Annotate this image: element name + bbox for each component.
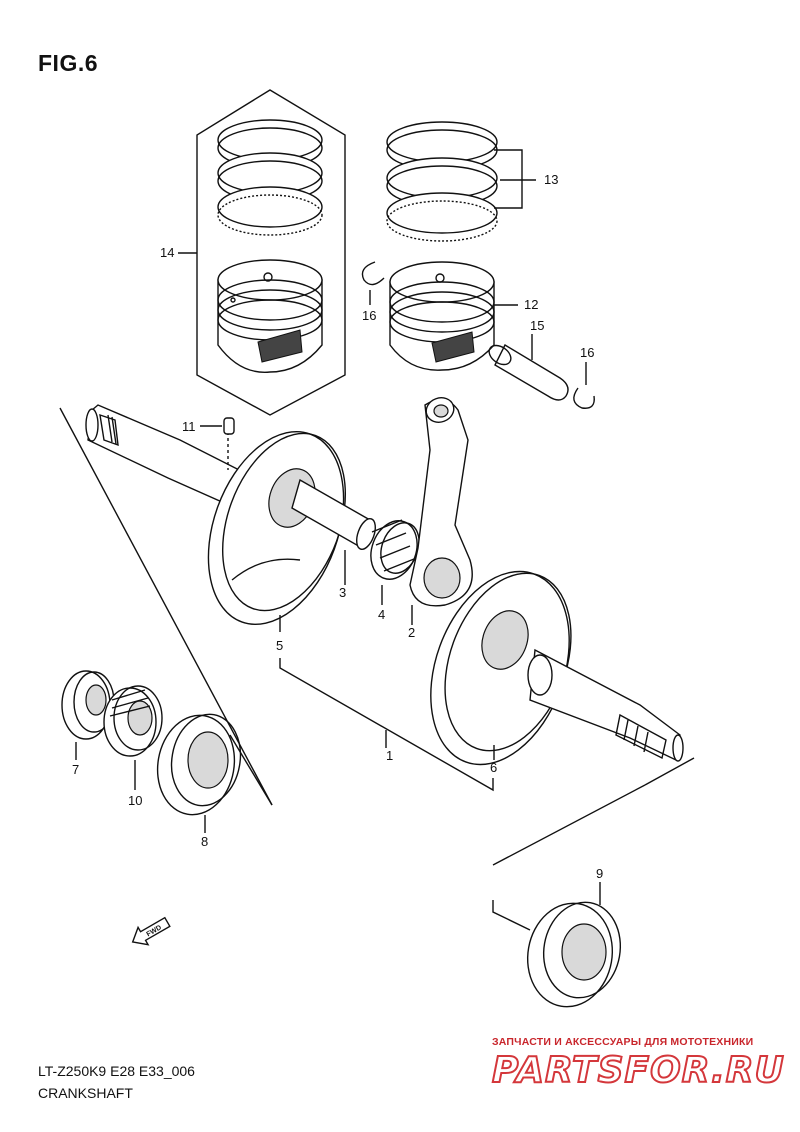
model-code: LT-Z250K9 E28 E33_006: [38, 1063, 195, 1079]
callout-7: 7: [72, 762, 79, 777]
piston-rings-13: [386, 121, 536, 242]
fwd-label: FWD: [146, 924, 163, 938]
callout-4: 4: [378, 607, 385, 622]
circlip-16-left: [361, 261, 385, 305]
bearing-9: [492, 882, 622, 1008]
callout-2: 2: [408, 625, 415, 640]
connecting-rod-2: [409, 397, 473, 625]
crankshaft-left-half-5: [85, 404, 376, 632]
left-assembly-lead-line: [59, 407, 273, 806]
figure-caption: CRANKSHAFT: [38, 1085, 133, 1101]
callout-8: 8: [201, 834, 208, 849]
callout-6: 6: [490, 760, 497, 775]
piston-set-group-14: [178, 89, 346, 416]
callout-5: 5: [276, 638, 283, 653]
piston-pin-15: [488, 334, 569, 401]
assembly-lead-lines: [279, 658, 695, 866]
callout-14: 14: [160, 245, 174, 260]
crankshaft-right-half-6: [430, 570, 684, 766]
callout-9: 9: [596, 866, 603, 881]
callout-15: 15: [530, 318, 544, 333]
callout-1: 1: [386, 748, 393, 763]
callout-16-left: 16: [362, 308, 376, 323]
callout-13: 13: [544, 172, 558, 187]
watermark-logo: PARTSFOR.RU: [491, 1049, 785, 1092]
callout-16-right: 16: [580, 345, 594, 360]
forward-arrow-icon: FWD: [131, 916, 171, 946]
bearing-7: [61, 670, 115, 760]
timing-sprocket-10: [103, 685, 163, 790]
piston-12: [389, 261, 518, 371]
callout-10: 10: [128, 793, 142, 808]
circlip-16-right: [573, 362, 595, 409]
callout-12: 12: [524, 297, 538, 312]
bearing-8: [156, 713, 242, 833]
callout-11: 11: [182, 419, 196, 434]
left-assembly-lead-line-2: [229, 734, 273, 806]
needle-bearing-4: [370, 519, 420, 605]
figure-title: FIG.6: [38, 50, 99, 76]
watermark-tagline: ЗАПЧАСТИ И АКСЕССУАРЫ ДЛЯ МОТОТЕХНИКИ: [492, 1036, 754, 1048]
callout-3: 3: [339, 585, 346, 600]
crank-pin-washer-11: [200, 417, 235, 435]
